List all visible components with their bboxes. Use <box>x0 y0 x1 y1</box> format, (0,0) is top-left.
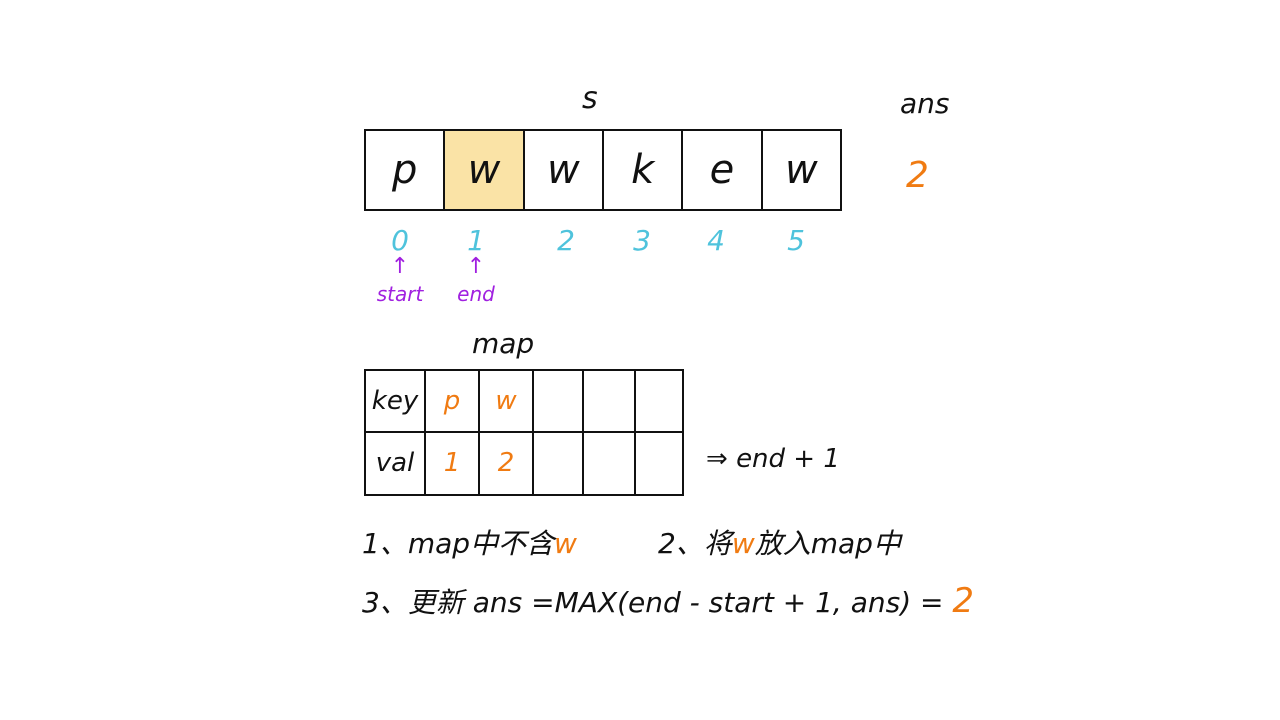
up-arrow-icon: ↑ <box>466 254 486 279</box>
step1-text: 1、map中不含 <box>362 527 555 560</box>
map-title: map <box>472 327 535 360</box>
array-cell-3: k <box>604 131 684 209</box>
map-val-0: 1 <box>426 432 480 494</box>
map-annotation: ⇒ end + 1 <box>706 446 840 472</box>
array-cell-4: e <box>683 131 763 209</box>
array-cell-1-highlighted: w <box>445 131 525 209</box>
step2-highlight: w <box>731 527 755 560</box>
map-key-3 <box>584 371 636 433</box>
array-cell-0: p <box>366 131 446 209</box>
start-pointer: ↑ start <box>370 254 430 307</box>
ans-label: ans <box>900 87 950 120</box>
step2-text: 2、将 <box>658 527 732 560</box>
string-label: s <box>582 81 598 116</box>
row-header-key: key <box>366 371 426 433</box>
map-key-2 <box>534 371 584 433</box>
map-key-4 <box>636 371 682 433</box>
map-key-1: w <box>480 371 534 433</box>
map-val-4 <box>636 433 682 495</box>
annotation-text: end + 1 <box>736 444 840 474</box>
string-array: p w w k e w <box>364 129 842 211</box>
up-arrow-icon: ↑ <box>390 254 410 279</box>
array-cell-2: w <box>525 131 604 209</box>
map-val-1: 2 <box>480 432 534 494</box>
map-key-0: p <box>426 371 480 433</box>
end-label: end <box>457 282 495 306</box>
step1-highlight: w <box>554 527 577 560</box>
index-1: 1 <box>467 224 485 257</box>
row-header-val: val <box>366 432 426 494</box>
step-3: 3、更新 ans =MAX(end - start + 1, ans) = 2 <box>362 584 974 618</box>
index-2: 2 <box>557 224 575 257</box>
step3-text: 3、更新 ans =MAX(end - start + 1, ans) = <box>362 586 944 619</box>
index-3: 3 <box>633 224 651 257</box>
step2-suffix: 放入map中 <box>754 527 901 560</box>
ans-value: 2 <box>906 155 929 196</box>
index-4: 4 <box>707 224 725 257</box>
step-1: 1、map中不含w <box>362 530 577 558</box>
step3-result: 2 <box>952 581 975 621</box>
map-val-3 <box>584 432 636 494</box>
array-cell-5: w <box>784 147 818 193</box>
start-label: start <box>376 282 424 306</box>
double-arrow-icon: ⇒ <box>706 444 728 474</box>
end-pointer: ↑ end <box>446 254 506 307</box>
map-val-2 <box>534 432 584 494</box>
map-table: key p w val 1 2 <box>364 369 684 496</box>
index-0: 0 <box>391 224 409 257</box>
step-2: 2、将w放入map中 <box>658 530 901 558</box>
index-5: 5 <box>787 224 805 257</box>
